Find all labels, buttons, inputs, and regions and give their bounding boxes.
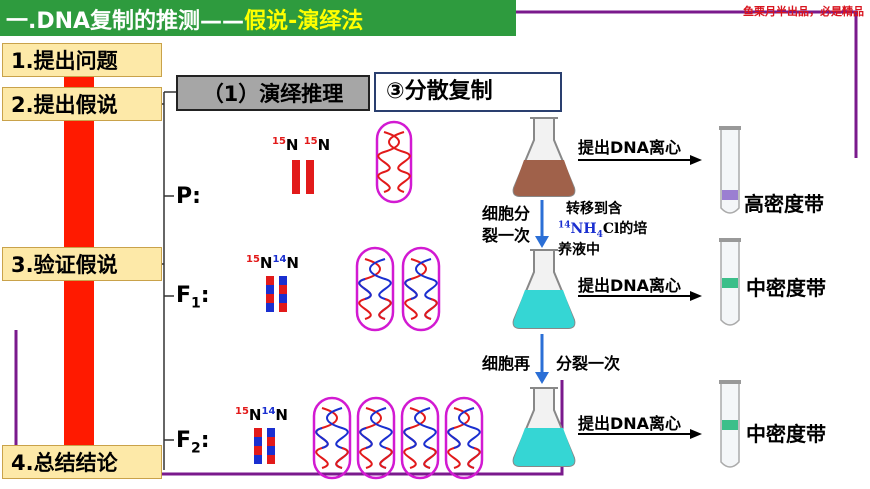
dna-helix-f2 <box>312 396 484 480</box>
step-propose-hypothesis: 2.提出假说 <box>2 87 162 121</box>
transfer-label: 14NH4Cl的培 <box>558 220 648 240</box>
right-arrow-icon <box>578 429 702 439</box>
band-label-high: 高密度带 <box>744 192 824 216</box>
centrifuge-label: 提出DNA离心 <box>578 138 682 157</box>
right-arrow-icon <box>578 155 702 165</box>
dna-bar-dispersive-f2 <box>254 428 275 464</box>
dna-helix-p <box>375 120 413 204</box>
dna-bar-heavy <box>306 160 314 194</box>
step-verify-hypothesis: 3.验证假说 <box>2 247 162 281</box>
generation-label-f2: F2: <box>176 428 210 457</box>
band-label-mid: 中密度带 <box>746 276 826 300</box>
generation-label-f1: F1: <box>176 283 210 312</box>
flask-icon <box>512 117 576 197</box>
step-conclusion: 4.总结结论 <box>2 445 162 479</box>
watermark: 鱼栗月半出品，必是精品 <box>743 5 864 18</box>
frame-line-top <box>516 10 858 158</box>
step-ask-question: 1.提出问题 <box>2 43 162 77</box>
divide-once-label: 细胞分 <box>482 204 531 223</box>
band-label-mid: 中密度带 <box>746 422 826 446</box>
test-tube-icon <box>719 238 741 326</box>
divide-once-label: 裂一次 <box>482 226 531 245</box>
tab-dispersive-replication: ③分散复制 <box>374 72 562 112</box>
isotope-label-p: 15N 15N <box>272 136 331 154</box>
tab-deductive-reasoning: （1）演绎推理 <box>176 75 370 111</box>
transfer-label: 养液中 <box>558 242 600 258</box>
generation-label-p: P: <box>176 184 201 209</box>
flask-icon <box>512 387 576 467</box>
centrifuge-label: 提出DNA离心 <box>578 414 682 433</box>
down-arrow-icon <box>535 200 549 248</box>
transfer-label: 转移到含 <box>566 201 622 217</box>
centrifuge-label: 提出DNA离心 <box>578 276 682 295</box>
flask-icon <box>512 249 576 329</box>
test-tube-icon <box>719 126 741 214</box>
test-tube-icon <box>719 380 741 468</box>
page-title: 一.DNA复制的推测——假说-演绎法 <box>6 9 364 34</box>
page-title-accent: 假说-演绎法 <box>244 9 364 34</box>
isotope-label-f2: 15N14N <box>235 406 288 424</box>
dna-bar-heavy <box>292 160 300 194</box>
dna-bar-dispersive-f1 <box>266 276 287 312</box>
down-arrow-icon <box>535 334 549 384</box>
isotope-label-f1: 15N14N <box>246 254 299 272</box>
dna-helix-f1 <box>355 246 441 332</box>
divide-again-label: 分裂一次 <box>556 354 621 373</box>
divide-again-label: 细胞再 <box>482 354 531 373</box>
right-arrow-icon <box>578 291 702 301</box>
title-bar <box>0 0 516 36</box>
